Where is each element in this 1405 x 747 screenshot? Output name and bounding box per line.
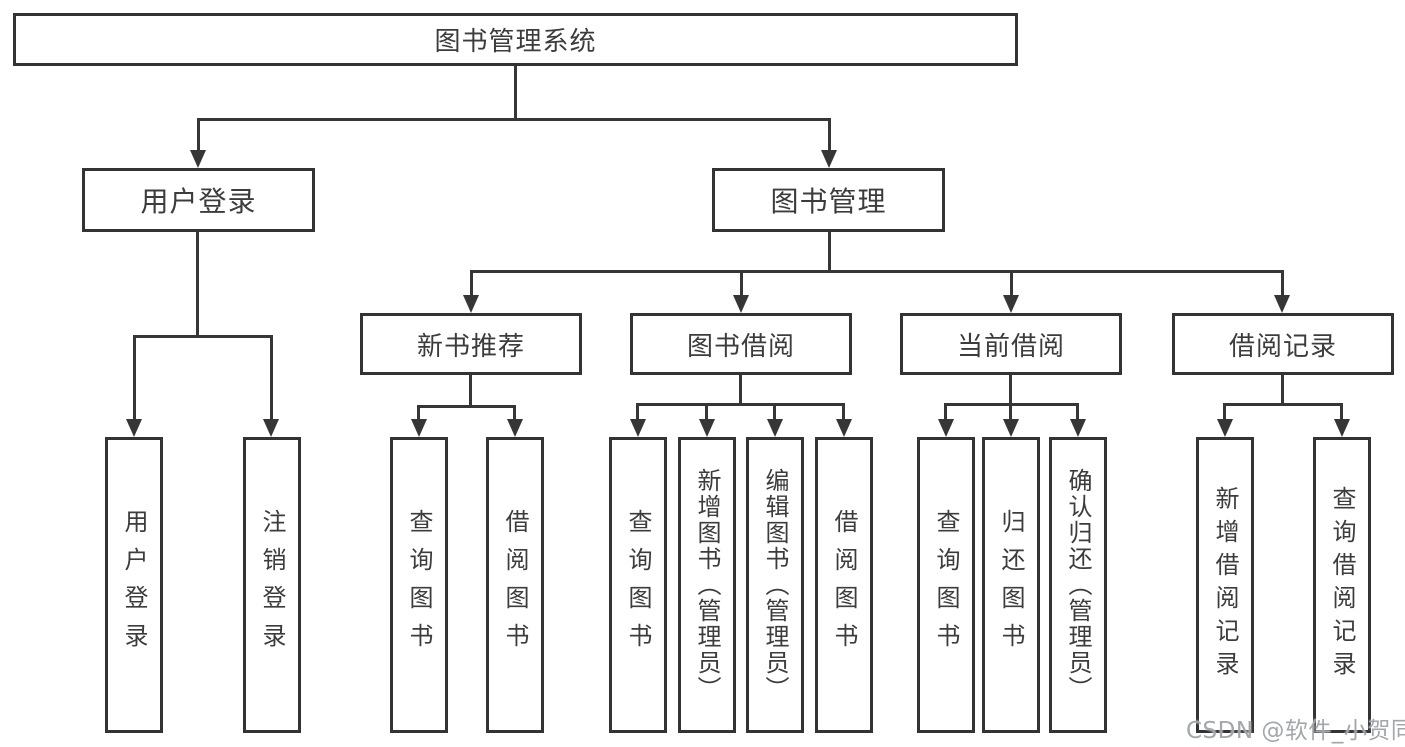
- connector-root-stem: [514, 66, 517, 118]
- connector-drop-borrow-books-2: [842, 403, 845, 421]
- node-leaf-return-book: 归还图书: [982, 437, 1040, 733]
- node-book-borrow-label: 图书借阅: [686, 331, 795, 362]
- connector-drop-query-books-3: [944, 403, 947, 421]
- node-leaf-confirm-return-admin-label: 确认归还（管理员）: [1064, 468, 1092, 702]
- node-leaf-query-books-3-label: 查询图书: [932, 509, 960, 661]
- node-current-borrow: 当前借阅: [900, 313, 1122, 375]
- node-leaf-edit-book-admin-label: 编辑图书（管理员）: [761, 468, 789, 702]
- arrow-query-books-3: [938, 419, 954, 437]
- node-leaf-edit-book-admin: 编辑图书（管理员）: [746, 437, 804, 733]
- node-leaf-add-book-admin-label: 新增图书（管理员）: [693, 468, 721, 702]
- arrow-book-mgmt: [821, 150, 837, 168]
- arrow-borrow-books-1: [507, 419, 523, 437]
- node-leaf-borrow-books-2: 借阅图书: [815, 437, 873, 733]
- arrow-add-book: [699, 419, 715, 437]
- node-leaf-query-books-1: 查询图书: [390, 437, 448, 733]
- connector-drop-leaf-logout: [270, 335, 273, 421]
- node-leaf-user-login: 用户登录: [105, 437, 163, 733]
- node-leaf-borrow-books-1-label: 借阅图书: [501, 509, 529, 661]
- connector-drop-leaf-user-login: [133, 335, 136, 421]
- arrow-book-borrow: [733, 295, 749, 313]
- arrow-leaf-user-login: [126, 419, 142, 437]
- node-leaf-query-borrow-record-label: 查询借阅记录: [1328, 486, 1356, 684]
- connector-borrow-records-stem: [1281, 375, 1284, 403]
- arrow-query-books-1: [411, 419, 427, 437]
- connector-new-book-rec-rail: [417, 405, 516, 408]
- arrow-leaf-logout: [263, 419, 279, 437]
- connector-drop-confirm-return: [1076, 403, 1079, 421]
- node-current-borrow-label: 当前借阅: [956, 331, 1065, 362]
- node-leaf-query-borrow-record: 查询借阅记录: [1313, 437, 1371, 733]
- node-leaf-query-books-2-label: 查询图书: [624, 509, 652, 661]
- node-leaf-logout-label: 注销登录: [258, 509, 286, 661]
- node-book-borrow: 图书借阅: [630, 313, 852, 375]
- node-borrow-records: 借阅记录: [1172, 313, 1394, 375]
- connector-drop-book-borrow: [740, 270, 743, 297]
- connector-current-borrow-stem: [1009, 375, 1012, 403]
- arrow-confirm-return: [1070, 419, 1086, 437]
- node-leaf-add-book-admin: 新增图书（管理员）: [678, 437, 736, 733]
- connector-book-mgmt-stem: [828, 232, 831, 270]
- node-root-label: 图书管理系统: [434, 27, 597, 57]
- arrow-query-record: [1334, 419, 1350, 437]
- arrow-borrow-records: [1274, 295, 1290, 313]
- arrow-edit-book: [767, 419, 783, 437]
- connector-user-login-rail: [133, 335, 273, 338]
- node-leaf-query-books-3: 查询图书: [917, 437, 975, 733]
- node-new-book-rec: 新书推荐: [360, 313, 582, 375]
- connector-drop-borrow-records: [1281, 270, 1284, 297]
- arrow-new-book-rec: [463, 295, 479, 313]
- connector-drop-edit-book: [773, 403, 776, 421]
- arrow-borrow-books-2: [836, 419, 852, 437]
- connector-drop-add-book: [705, 403, 708, 421]
- node-leaf-confirm-return-admin: 确认归还（管理员）: [1049, 437, 1107, 733]
- connector-drop-book-mgmt: [828, 118, 831, 152]
- connector-level2-rail: [197, 118, 831, 121]
- node-borrow-records-label: 借阅记录: [1228, 331, 1337, 362]
- connector-borrow-records-rail: [1223, 403, 1343, 406]
- node-user-login-group-label: 用户登录: [140, 185, 257, 218]
- arrow-return-book: [1003, 419, 1019, 437]
- node-leaf-borrow-books-2-label: 借阅图书: [830, 509, 858, 661]
- node-leaf-add-borrow-record-label: 新增借阅记录: [1211, 486, 1239, 684]
- node-leaf-borrow-books-1: 借阅图书: [486, 437, 544, 733]
- connector-level3-rail: [470, 270, 1284, 273]
- connector-drop-query-books-1: [417, 405, 420, 421]
- connector-book-borrow-rail: [636, 403, 845, 406]
- arrow-user-login: [190, 150, 206, 168]
- connector-drop-query-record: [1340, 403, 1343, 421]
- connector-book-borrow-stem: [739, 375, 742, 403]
- connector-new-book-rec-stem: [469, 375, 472, 405]
- arrow-query-books-2: [630, 419, 646, 437]
- arrow-add-record: [1217, 419, 1233, 437]
- node-leaf-logout: 注销登录: [243, 437, 301, 733]
- node-leaf-query-books-2: 查询图书: [609, 437, 667, 733]
- connector-drop-user-login: [197, 118, 200, 152]
- node-root: 图书管理系统: [13, 13, 1018, 66]
- node-leaf-query-books-1-label: 查询图书: [405, 509, 433, 661]
- node-user-login-group: 用户登录: [82, 168, 315, 232]
- connector-user-login-stem: [196, 232, 199, 335]
- node-new-book-rec-label: 新书推荐: [416, 331, 525, 362]
- node-book-mgmt-group-label: 图书管理: [770, 185, 887, 218]
- connector-drop-borrow-books-1: [513, 405, 516, 421]
- csdn-watermark: CSDN @软件_小贺同学: [1186, 718, 1405, 744]
- node-book-mgmt-group: 图书管理: [712, 168, 945, 232]
- connector-drop-query-books-2: [636, 403, 639, 421]
- connector-drop-new-book-rec: [470, 270, 473, 297]
- connector-drop-current-borrow: [1010, 270, 1013, 297]
- connector-drop-return-book: [1009, 403, 1012, 421]
- node-leaf-return-book-label: 归还图书: [997, 509, 1025, 661]
- node-leaf-user-login-label: 用户登录: [120, 509, 148, 661]
- node-leaf-add-borrow-record: 新增借阅记录: [1196, 437, 1254, 733]
- connector-drop-add-record: [1223, 403, 1226, 421]
- arrow-current-borrow: [1003, 295, 1019, 313]
